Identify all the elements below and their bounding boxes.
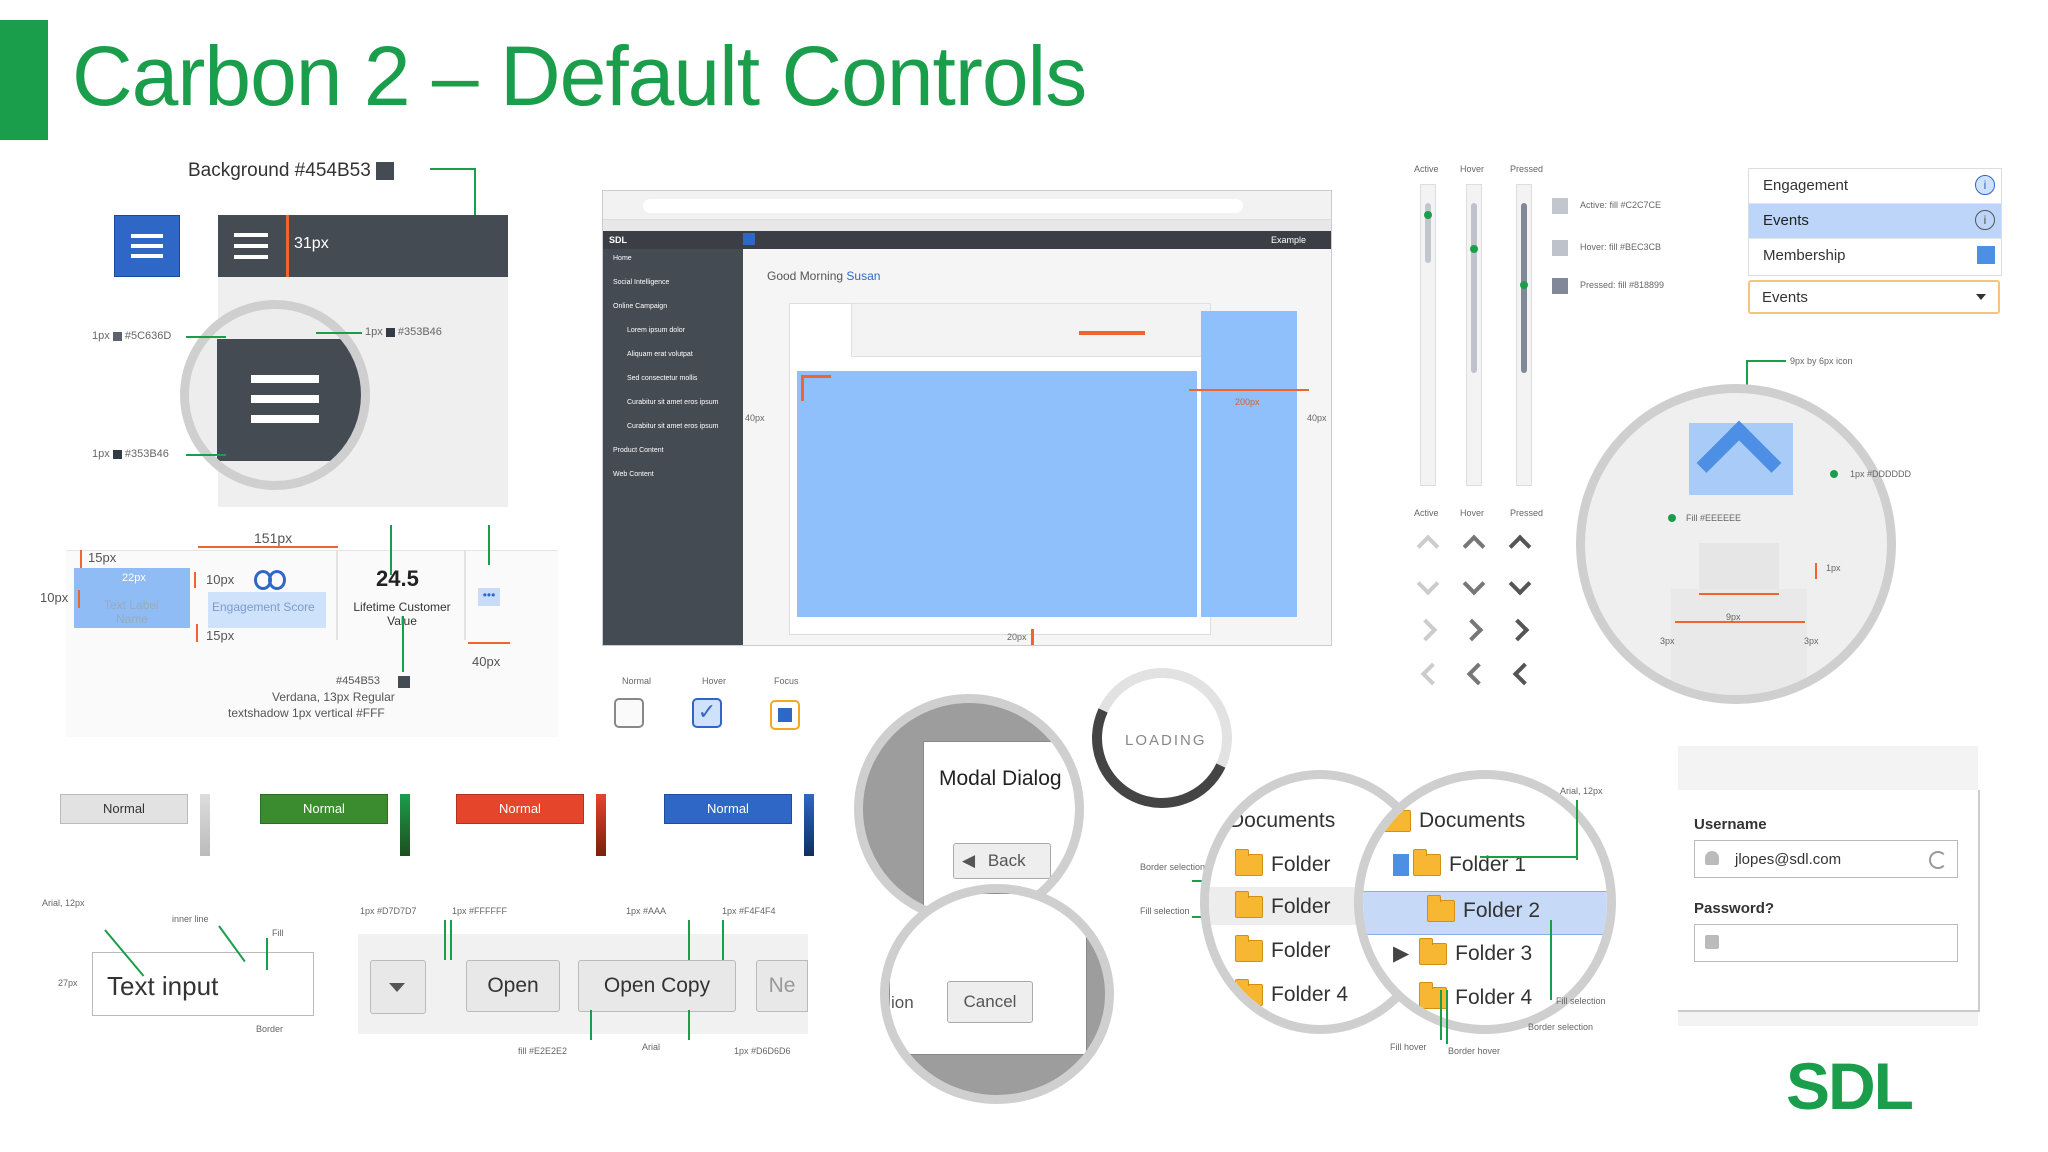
checkbox-hover[interactable]: ✓	[692, 698, 722, 728]
menu-item-events[interactable]: Events i	[1749, 204, 2001, 239]
height-label: 31px	[294, 235, 329, 252]
left-arrow-icon[interactable]	[1512, 662, 1536, 686]
up-arrow-icon[interactable]	[1508, 534, 1532, 558]
scrollbar-pressed[interactable]	[1516, 184, 1532, 486]
lock-icon	[1705, 935, 1719, 949]
password-label: Password?	[1694, 900, 1775, 917]
user-icon	[1705, 851, 1719, 865]
left-arrow-icon[interactable]	[1466, 662, 1490, 686]
grid-icon[interactable]	[1977, 246, 1995, 264]
app-sidebar: Home Social Intelligence Online Campaign…	[603, 249, 743, 645]
app-menu-button[interactable]	[743, 233, 755, 245]
modal-zoom-bottom: ion Cancel	[880, 884, 1114, 1104]
refresh-icon	[1929, 851, 1947, 869]
brand-bar	[0, 20, 48, 140]
sidebar-item-1[interactable]: Social Intelligence	[613, 279, 670, 286]
modal-title: Modal Dialog	[939, 767, 1062, 790]
cancel-button[interactable]: Cancel	[947, 981, 1033, 1023]
checkbox-normal[interactable]	[614, 698, 644, 728]
bg-label: Background #454B53	[188, 160, 395, 182]
sidebar-item-2[interactable]: Online Campaign	[613, 303, 668, 310]
username-input[interactable]: jlopes@sdl.com	[1694, 840, 1958, 878]
down-arrow-icon[interactable]	[1508, 572, 1532, 596]
greeting: Good Morning Susan	[767, 269, 881, 283]
sidebar-item-3[interactable]: Lorem ipsum dolor	[627, 327, 685, 334]
hamburger-button-active[interactable]	[114, 215, 180, 277]
chevron-down-icon	[1976, 294, 1986, 300]
binoculars-icon	[254, 566, 286, 590]
next-button[interactable]: Ne	[756, 960, 808, 1012]
tree-item[interactable]: Folder 4	[1235, 979, 1348, 1007]
score-value: 24.5	[376, 566, 419, 591]
down-arrow-icon[interactable]	[1416, 572, 1440, 596]
username-label: Username	[1694, 816, 1767, 833]
sidebar-item-9[interactable]: Web Content	[613, 471, 654, 478]
right-arrow-icon[interactable]	[1460, 618, 1484, 642]
page-title: Carbon 2 – Default Controls	[72, 29, 1087, 123]
content-block	[797, 371, 1197, 617]
loading-label: LOADING	[1125, 732, 1207, 749]
sdl-logo: SDL	[1786, 1049, 1914, 1123]
events-dropdown[interactable]: Events	[1748, 280, 2000, 314]
tile-name: Name	[116, 612, 149, 626]
down-arrow-icon[interactable]	[1462, 572, 1486, 596]
password-input[interactable]	[1694, 924, 1958, 962]
sidebar-item-6[interactable]: Curabitur sit amet eros ipsum	[627, 399, 719, 406]
tree-item[interactable]: Folder 1	[1393, 849, 1526, 877]
sidebar-item-0[interactable]: Home	[613, 255, 632, 262]
up-arrow-icon[interactable]	[1416, 534, 1440, 558]
open-copy-button[interactable]: Open Copy	[578, 960, 736, 1012]
lifetime-label: Lifetime Customer Value	[353, 600, 451, 628]
scrollbar-hover[interactable]	[1466, 184, 1482, 486]
tree-root[interactable]: Documents	[1383, 805, 1525, 833]
side-block	[1201, 311, 1297, 617]
open-button[interactable]: Open	[466, 960, 560, 1012]
checkbox-focus[interactable]	[770, 700, 800, 730]
sidebar-item-4[interactable]: Aliquam erat volutpat	[627, 351, 693, 358]
sidebar-item-5[interactable]: Sed consectetur mollis	[627, 375, 698, 382]
button-normal-blue[interactable]: Normal	[664, 794, 792, 824]
hamburger-icon[interactable]	[234, 233, 268, 259]
tree-item[interactable]: Folder	[1235, 891, 1331, 919]
dropdown-button[interactable]	[370, 960, 426, 1014]
line2-label: 1px #353B46	[365, 326, 442, 338]
tree-zoom-right: Documents Folder 1 Folder 2 ▶Folder 3 ▶F…	[1354, 770, 1616, 1034]
top-bar-dark: 31px	[218, 215, 508, 277]
right-arrow-icon[interactable]	[1414, 618, 1438, 642]
info-icon[interactable]: i	[1975, 175, 1995, 195]
sidebar-item-8[interactable]: Product Content	[613, 447, 664, 454]
hamburger-zoom	[180, 300, 370, 490]
info-icon[interactable]: i	[1975, 210, 1995, 230]
menu-list: Engagement i Events i Membership	[1748, 168, 2002, 276]
tree-item[interactable]: Folder	[1235, 935, 1331, 963]
right-arrow-icon[interactable]	[1506, 618, 1530, 642]
button-normal-green[interactable]: Normal	[260, 794, 388, 824]
text-label: Text Label	[104, 598, 159, 612]
app-brand: SDL	[609, 235, 627, 245]
up-arrow-icon[interactable]	[1462, 534, 1486, 558]
tile-chip	[74, 568, 190, 628]
menu-item-engagement[interactable]: Engagement i	[1749, 169, 2001, 204]
button-normal-red[interactable]: Normal	[456, 794, 584, 824]
tree-item[interactable]: ▶Folder 3	[1393, 938, 1533, 966]
tree-item[interactable]: ▶Folder 4	[1393, 982, 1533, 1010]
scrollbar-active[interactable]	[1420, 184, 1436, 486]
engagement-score-label: Engagement Score	[212, 600, 315, 614]
app-window: SDL Example Home Social Intelligence Onl…	[602, 190, 1332, 646]
text-input[interactable]: Text input	[92, 952, 314, 1016]
dropdown-icon-zoom	[1576, 384, 1896, 704]
line3-label: 1px #353B46	[92, 448, 169, 460]
sidebar-item-7[interactable]: Curabitur sit amet eros ipsum	[627, 423, 719, 430]
left-arrow-icon[interactable]	[1420, 662, 1444, 686]
menu-item-membership[interactable]: Membership	[1749, 239, 2001, 273]
more-icon[interactable]: •••	[478, 588, 500, 606]
button-normal-grey[interactable]: Normal	[60, 794, 188, 824]
tree-item[interactable]: Folder	[1235, 849, 1331, 877]
tree-item[interactable]: Folder 2	[1427, 895, 1540, 923]
line1-label: 1px #5C636D	[92, 330, 172, 342]
back-button[interactable]: ◀ Back	[953, 843, 1051, 879]
search-pill[interactable]: Example	[1271, 235, 1307, 245]
